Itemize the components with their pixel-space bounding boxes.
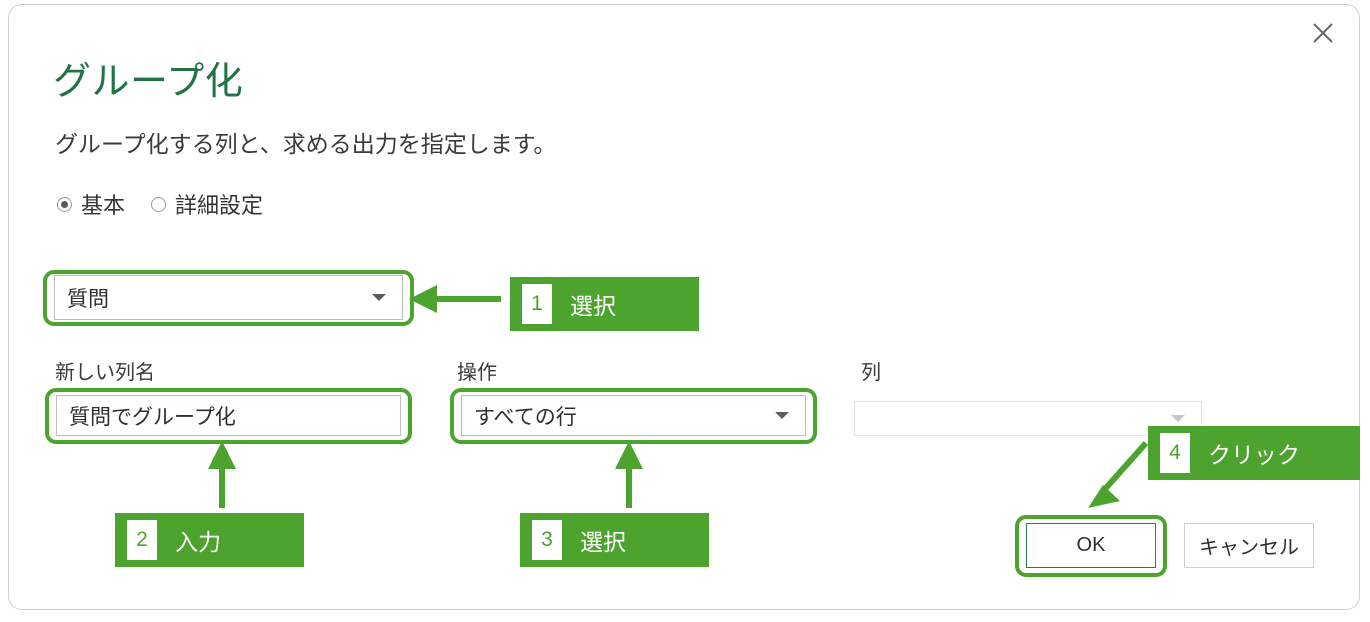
group-by-value: 質問	[67, 287, 109, 311]
callout-1-text: 選択	[570, 293, 616, 319]
label-column: 列	[861, 362, 881, 384]
callout-2: 2 入力	[115, 513, 304, 567]
callout-4-number: 4	[1160, 433, 1190, 473]
group-by-dropdown[interactable]: 質問	[54, 275, 403, 320]
callout-2-text: 入力	[175, 529, 221, 555]
column-dropdown[interactable]	[854, 401, 1202, 436]
callout-4: 4 クリック	[1148, 426, 1360, 480]
callout-3-text: 選択	[580, 529, 626, 555]
cancel-button[interactable]: キャンセル	[1184, 523, 1314, 568]
callout-2-number: 2	[127, 520, 157, 560]
radio-unselected-icon	[151, 196, 167, 212]
label-new-column-name: 新しい列名	[55, 362, 155, 384]
callout-4-text: クリック	[1208, 442, 1300, 468]
radio-option-advanced[interactable]: 詳細設定	[151, 188, 263, 220]
chevron-down-icon	[775, 412, 789, 419]
operation-value: すべての行	[474, 405, 577, 429]
mode-radio-group: 基本 詳細設定	[57, 188, 263, 220]
ok-button[interactable]: OK	[1026, 523, 1156, 568]
dialog-title: グループ化	[53, 61, 244, 103]
group-by-dialog: グループ化 グループ化する列と、求める出力を指定します。 基本 詳細設定 質問 …	[8, 4, 1360, 610]
callout-1: 1 選択	[510, 277, 699, 331]
radio-option-basic[interactable]: 基本	[57, 188, 125, 220]
radio-label-advanced: 詳細設定	[175, 193, 264, 218]
new-column-name-input[interactable]: 質問でグループ化	[56, 395, 401, 436]
close-icon	[1313, 23, 1333, 43]
radio-selected-icon	[57, 196, 72, 212]
radio-label-basic: 基本	[81, 193, 126, 218]
callout-1-number: 1	[522, 284, 552, 324]
chevron-down-icon	[1171, 415, 1185, 422]
dialog-subtitle: グループ化する列と、求める出力を指定します。	[55, 131, 557, 157]
chevron-down-icon	[372, 294, 386, 301]
close-button[interactable]	[1301, 11, 1345, 55]
label-operation: 操作	[457, 362, 497, 384]
new-column-name-value: 質問でグループ化	[69, 405, 236, 429]
callout-3-number: 3	[532, 520, 562, 560]
callout-3: 3 選択	[520, 513, 709, 567]
operation-dropdown[interactable]: すべての行	[461, 395, 806, 436]
